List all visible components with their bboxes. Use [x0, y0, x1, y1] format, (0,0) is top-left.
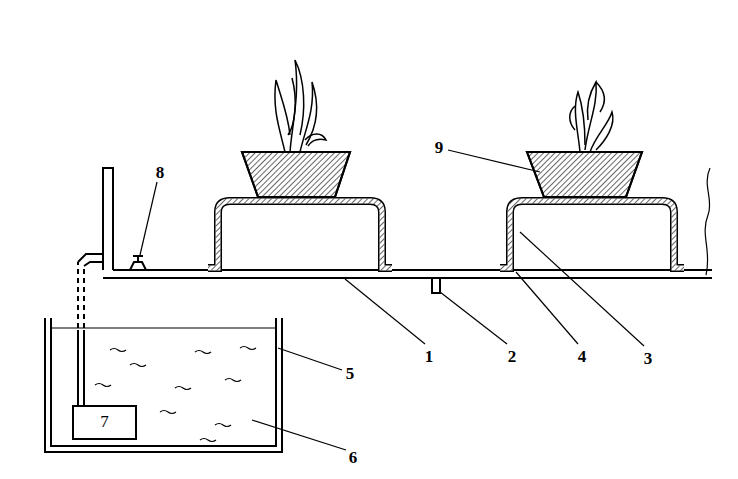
plants — [275, 60, 613, 152]
covers — [208, 201, 684, 268]
callout-number: 9 — [435, 139, 444, 156]
riser-pipe — [77, 330, 79, 405]
callout-number: 2 — [508, 348, 517, 365]
elbow — [78, 254, 104, 266]
callout-number: 1 — [425, 348, 434, 365]
standpipe — [103, 168, 113, 270]
callout-number: 4 — [578, 348, 587, 365]
main-pipe — [103, 277, 712, 279]
callout-number: 5 — [346, 365, 355, 382]
callout-number: 3 — [644, 350, 653, 367]
tank-inner — [51, 318, 276, 446]
tank — [45, 318, 282, 452]
drain — [432, 278, 440, 293]
pots — [242, 152, 642, 197]
callout-number: 6 — [349, 449, 358, 466]
riser-hose — [83, 266, 85, 328]
callout-number: 7 — [100, 413, 109, 432]
valve — [130, 256, 146, 270]
break-line — [705, 168, 710, 275]
pump-box: 7 — [72, 405, 137, 440]
riser-hose — [77, 262, 79, 328]
main-pipe — [113, 269, 712, 271]
riser-pipe — [83, 330, 85, 405]
callout-number: 8 — [156, 164, 165, 181]
leader-lines — [140, 150, 644, 450]
